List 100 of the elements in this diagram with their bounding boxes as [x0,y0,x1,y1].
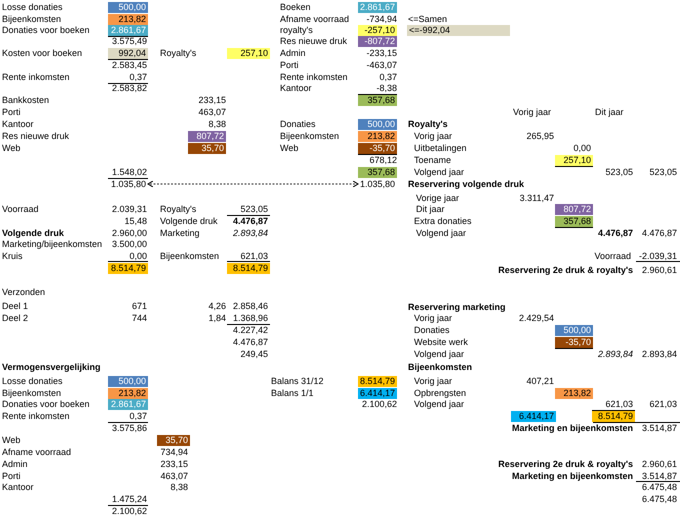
row-label: Volgend jaar [414,348,464,360]
highlighted-amount: 357,68 [358,94,397,106]
amount-value: 463,07 [198,106,226,118]
highlighted-amount: -35,70 [555,336,593,348]
row-label: Uitbetalingen [414,142,467,154]
highlighted-amount: 35,70 [157,434,190,446]
row-label: royalty's [280,24,313,36]
row-label: Kosten voor boeken [2,48,82,58]
amount-value: 8,38 [170,482,188,492]
highlighted-amount: -35,70 [358,142,397,154]
amount-value: 1.035,80 [358,178,397,190]
row-label: Bijeenkomsten [160,250,220,262]
amount-value: 1.035,80 [108,178,148,190]
row-label: Royalty's [160,204,196,214]
amount-value: 2.893,84 [642,348,677,360]
row-label: Porti [2,470,21,482]
amount-value: 678,12 [369,154,397,166]
amount-value: 0,37 [379,72,397,82]
row-label: Opbrengsten [414,388,466,398]
amount-value: 2.100,62 [112,506,147,516]
amount-value: 2.100,62 [362,398,397,410]
row-label: Bijeenkomsten [2,14,62,24]
highlighted-amount: 8.514,79 [358,376,397,386]
section-heading: Reservering 2e druk & royalty's [498,264,633,276]
amount-value: 523,05 [649,166,677,178]
highlighted-amount: 213,82 [555,388,593,398]
row-label: Web [2,142,20,154]
row-label: Donaties voor boeken [2,24,90,36]
row-label: Vorig jaar [414,312,452,324]
amount-value: 0,37 [129,410,147,422]
amount-value: 2.960,61 [642,458,677,470]
section-heading: Volgende druk [2,228,64,238]
amount-value: 3.500,00 [112,238,147,250]
amount-value: 1.368,96 [232,312,268,324]
amount-value: 671 [132,300,147,312]
highlighted-amount: 8.514,79 [592,410,635,422]
row-label: Extra donaties [414,216,472,226]
section-heading: Bijeenkomsten [408,362,472,372]
amount-value: 15,48 [124,216,147,226]
row-label: Website werk [414,336,468,348]
row-label: Royalty's [160,48,196,58]
amount-value: 4,26 [208,300,226,312]
row-label: Afname voorraad [280,14,350,24]
row-label: Admin [2,458,28,470]
highlighted-amount: 2.861,67 [108,24,148,36]
highlighted-amount: 992,04 [108,48,148,58]
highlighted-amount: 357,68 [358,166,397,178]
amount-value: 2.583,45 [112,60,147,70]
amount-value: 621,03 [240,250,268,262]
row-label: Web [2,434,20,446]
row-label: Boeken [280,2,311,12]
amount-value: -463,07 [366,60,397,70]
row-label: Balans 31/12 [271,376,324,386]
row-label: Losse donaties [2,376,63,386]
row-label: Res nieuwe druk [2,130,70,142]
amount-value: 4.476,87 [232,336,268,348]
amount-value: -8,38 [376,82,397,94]
amount-value: 523,05 [605,166,633,178]
amount-value: -2.039,31 [638,250,677,262]
row-label: Verzonden [2,286,46,298]
row-label: Vorig jaar [414,130,452,142]
amount-value: 407,21 [526,376,554,386]
amount-value: 0,00 [573,142,591,154]
amount-value: 6.475,48 [642,482,677,492]
amount-value: 6.475,48 [642,494,677,504]
amount-value: 2.429,54 [518,312,554,324]
row-label: Kantoor [2,482,34,492]
amount-value: 233,15 [198,94,226,106]
highlighted-amount: 213,82 [358,130,397,142]
amount-value: 233,15 [160,458,188,470]
row-label: Dit jaar [416,204,445,214]
row-label: Rente inkomsten [280,72,348,82]
row-label: Rente inkomsten [2,410,70,422]
section-heading: Royalty's [408,118,448,130]
highlighted-amount: 2.861,67 [358,2,397,12]
amount-value: 621,03 [649,398,677,410]
highlighted-amount: 357,68 [555,216,593,226]
row-label: Marketing/bijeenkomsten [2,238,102,250]
section-heading: Reservering marketing [408,302,506,312]
amount-value: 3.575,86 [112,422,147,434]
amount-value: 2.583,82 [112,82,147,94]
amount-value: 2.893,84 [598,348,633,360]
row-label: Balans 1/1 [271,388,314,398]
highlighted-amount: 8.514,79 [108,262,148,274]
row-label: Volgende druk [160,216,218,226]
highlighted-amount: 500,00 [555,324,593,336]
amount-value: 249,45 [240,348,268,360]
row-label: Vorig jaar [513,106,552,118]
amount-value: 4.476,87 [642,228,677,238]
row-label: Bankkosten [2,94,50,106]
row-label: Donaties [280,118,316,130]
amount-value: 1.475,24 [112,494,147,504]
row-label: Voorraad [594,250,631,262]
row-label: Volgend jaar [414,166,464,178]
row-label: Rente inkomsten [2,72,70,82]
highlighted-amount: -807,72 [358,36,397,46]
highlighted-amount: 500,00 [108,2,148,12]
highlighted-amount: 213,82 [108,14,148,24]
highlighted-amount: 257,10 [227,48,270,58]
row-label: Web [280,142,298,154]
